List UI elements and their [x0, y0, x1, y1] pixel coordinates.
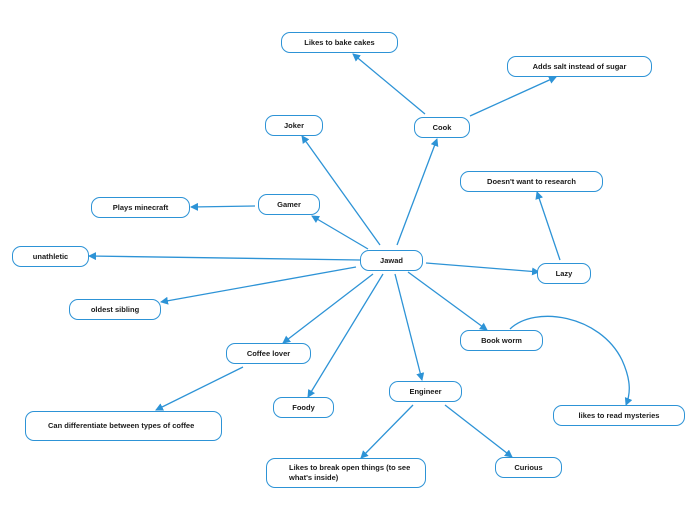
node-curious[interactable]: Curious — [495, 457, 562, 478]
edge-cook-salt — [469, 76, 557, 117]
edge-jawad-engineer — [394, 273, 425, 381]
node-book-worm[interactable]: Book worm — [460, 330, 543, 351]
node-oldest-sibling[interactable]: oldest sibling — [69, 299, 161, 320]
edge-engineer-break-open — [360, 404, 414, 459]
node-research[interactable]: Doesn't want to research — [460, 171, 603, 192]
edge-engineer-curious — [444, 404, 513, 458]
node-cook[interactable]: Cook — [414, 117, 470, 138]
node-foody[interactable]: Foody — [273, 397, 334, 418]
node-coffee-lover[interactable]: Coffee lover — [226, 343, 311, 364]
edge-cook-bake-cakes — [352, 53, 426, 115]
node-joker[interactable]: Joker — [265, 115, 323, 136]
edge-jawad-oldest-sibling — [160, 266, 357, 305]
node-salt[interactable]: Adds salt instead of sugar — [507, 56, 652, 77]
edge-jawad-unathletic — [88, 252, 361, 261]
node-jawad[interactable]: Jawad — [360, 250, 423, 271]
edge-jawad-gamer — [311, 215, 369, 250]
node-engineer[interactable]: Engineer — [389, 381, 462, 402]
edge-coffee-lover-types — [155, 366, 244, 411]
node-lazy[interactable]: Lazy — [537, 263, 591, 284]
node-coffee-types[interactable]: Can differentiate between types of coffe… — [25, 411, 222, 441]
edge-jawad-book-worm — [407, 271, 488, 331]
node-break-open[interactable]: Likes to break open things (to see what'… — [266, 458, 426, 488]
node-gamer[interactable]: Gamer — [258, 194, 320, 215]
edge-book-worm-mysteries — [509, 315, 633, 406]
node-minecraft[interactable]: Plays minecraft — [91, 197, 190, 218]
edge-jawad-cook — [396, 138, 439, 246]
node-mysteries[interactable]: likes to read mysteries — [553, 405, 685, 426]
edge-jawad-coffee-lover — [282, 273, 374, 344]
edge-gamer-minecraft — [190, 202, 256, 211]
edge-jawad-joker — [301, 135, 381, 246]
edge-jawad-lazy — [425, 262, 540, 276]
node-unathletic[interactable]: unathletic — [12, 246, 89, 267]
node-bake-cakes[interactable]: Likes to bake cakes — [281, 32, 398, 53]
edge-jawad-foody — [307, 273, 384, 398]
edge-lazy-research — [535, 191, 561, 261]
